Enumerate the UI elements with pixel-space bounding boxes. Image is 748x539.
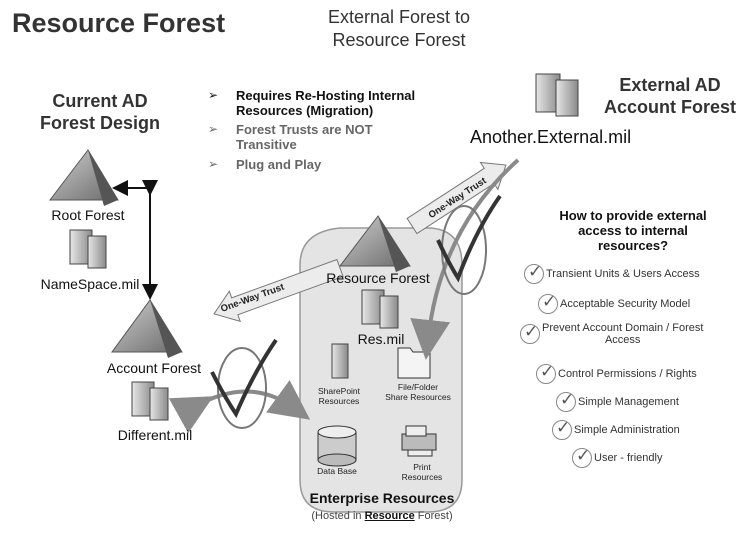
enterprise-title: Enterprise Resources: [309, 490, 455, 506]
res-label: Res.mil: [357, 331, 405, 347]
sharepoint-server-icon: [331, 343, 349, 379]
bullet-trusts-line2: Transitive: [236, 137, 297, 152]
bullet-rehosting-line1: Requires Re-Hosting Internal: [236, 88, 416, 103]
check-icon: [524, 262, 544, 284]
external-ad-line2: Account Forest: [603, 97, 736, 117]
current-ad-line2: Forest Design: [39, 113, 161, 133]
print-line1: Print: [413, 462, 431, 472]
another-external-label: Another.External.mil: [470, 127, 632, 147]
checklist-item: Control Permissions / Rights: [536, 362, 697, 384]
bullet-marker-icon: ➢: [208, 88, 219, 102]
res-server-icon: [361, 289, 399, 329]
current-ad-line1: Current AD: [52, 91, 148, 111]
check-icon: [572, 446, 592, 468]
external-ad-heading: External AD Account Forest: [590, 74, 748, 118]
printer-icon: [401, 425, 437, 457]
checklist-text: Transient Units & Users Access: [546, 267, 700, 280]
account-forest-label: Account Forest: [106, 360, 202, 376]
namespace-server-icon: [69, 229, 107, 269]
database-icon: [317, 425, 357, 467]
check-icon: [556, 390, 576, 412]
checklist-item: Simple Administration: [552, 418, 680, 440]
sharepoint-label: SharePoint Resources: [304, 386, 374, 406]
external-ad-line1: External AD: [619, 75, 721, 95]
checklist-item: Transient Units & Users Access: [524, 262, 700, 284]
checklist-text: Control Permissions / Rights: [558, 367, 697, 380]
current-ad-heading: Current AD Forest Design: [20, 90, 180, 134]
check-icon: [552, 418, 572, 440]
print-line2: Resources: [401, 472, 443, 482]
checklist-text: Simple Administration: [574, 423, 680, 436]
resource-forest-label: Resource Forest: [326, 270, 430, 286]
checklist-text: Acceptable Security Model: [560, 297, 691, 310]
hosted-post: Forest): [414, 510, 453, 522]
checklist-item: Simple Management: [556, 390, 679, 412]
hosted-pre: (Hosted in: [311, 510, 365, 522]
bullet-rehosting-line2: Resources (Migration): [236, 103, 374, 118]
checklist-text-line2: Access: [604, 334, 641, 346]
resource-forest-pyramid-icon: [338, 215, 411, 272]
subtitle-line1: External Forest to: [327, 7, 471, 27]
root-forest-label: Root Forest: [51, 207, 125, 223]
folder-icon: [397, 347, 431, 379]
file-share-line2: Share Resources: [385, 392, 451, 402]
howto-line1: How to provide external: [559, 208, 707, 223]
sharepoint-line1: SharePoint: [317, 386, 361, 396]
diagram-subtitle: External Forest to Resource Forest: [284, 6, 514, 52]
checklist-item: User - friendly: [572, 446, 663, 468]
sharepoint-line2: Resources: [318, 396, 360, 406]
root-forest-pyramid-icon: [48, 149, 119, 206]
howto-question: How to provide external access to intern…: [538, 208, 728, 253]
database-label: Data Base: [317, 466, 357, 476]
bullet-rehosting: ➢ Requires Re-Hosting Internal Resources…: [208, 88, 416, 118]
file-share-label: File/Folder Share Resources: [374, 382, 462, 402]
different-server-icon: [131, 381, 169, 421]
hosted-note: (Hosted in Resource Forest): [290, 510, 474, 522]
hosted-bold: Resource: [364, 510, 415, 522]
howto-line3: resources?: [597, 238, 669, 253]
external-access-arrow: [410, 158, 520, 360]
external-server-icon: [535, 73, 579, 117]
upper-trust-label: One-Way Trust: [427, 175, 490, 221]
checklist-text: Simple Management: [578, 395, 679, 408]
checklist-item: Acceptable Security Model: [538, 292, 691, 314]
big-check-icon-upper: [436, 194, 502, 295]
checklist-text-line1: Prevent Account Domain / Forest: [542, 322, 704, 334]
bullet-trusts-line1: Forest Trusts are NOT: [236, 122, 373, 137]
check-icon: [520, 322, 540, 344]
check-icon: [538, 292, 558, 314]
file-share-line1: File/Folder: [397, 382, 439, 392]
checklist-text: User - friendly: [594, 451, 663, 464]
bullet-marker-icon: ➢: [208, 157, 219, 171]
bullet-plug-play-text: Plug and Play: [236, 157, 322, 172]
bullet-plug-play: ➢ Plug and Play: [208, 157, 322, 172]
howto-line2: access to internal: [578, 223, 688, 238]
subtitle-line2: Resource Forest: [332, 30, 466, 50]
page-title: Resource Forest: [12, 8, 226, 38]
namespace-label: NameSpace.mil: [40, 276, 140, 292]
bullet-trusts: ➢ Forest Trusts are NOT Transitive: [208, 122, 373, 152]
left-trust-arrow: [213, 258, 344, 323]
bullet-marker-icon: ➢: [208, 122, 219, 136]
check-icon: [536, 362, 556, 384]
big-check-icon-lower: [210, 338, 278, 429]
print-label: Print Resources: [392, 462, 452, 482]
account-forest-pyramid-icon: [111, 299, 183, 358]
different-label: Different.mil: [117, 427, 193, 443]
